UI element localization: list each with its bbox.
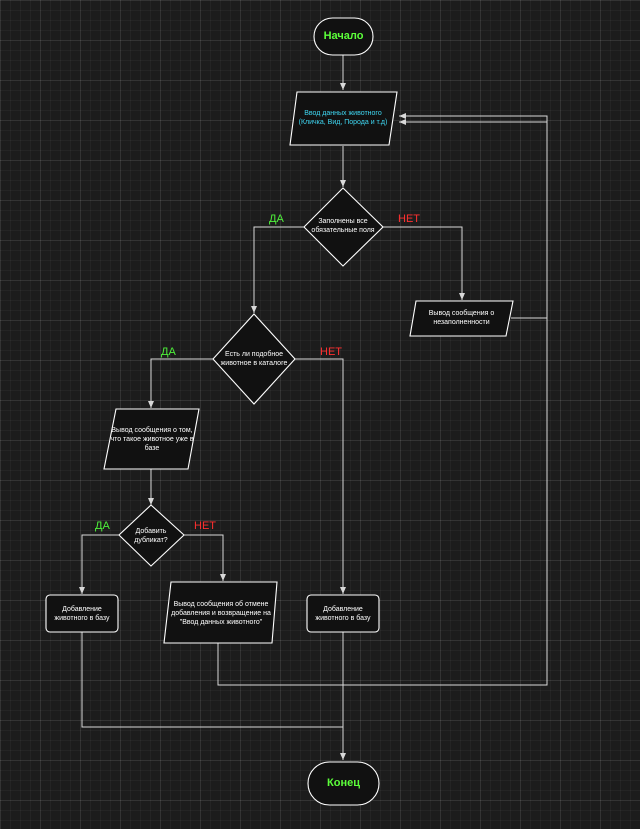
edge-add-dup-end [81,632,343,728]
msg-cancel-parallelogram [163,581,278,644]
edge-msg-empty-return [399,113,548,319]
add-new-label: Добавление животного в базу [315,605,371,622]
check-fields-no-label: НЕТ [398,213,420,225]
check-exists-yes-label: ДА [161,346,176,358]
add-dup-label: Добавление животного в базу [54,605,110,622]
edge-ask-no [184,534,226,581]
edge-check-fields-no [382,226,465,300]
start-label: Начало [323,30,364,42]
edge-check-fields-yes [251,226,304,313]
add-new-process [306,594,380,633]
ask-duplicate-label: Добавить дубликат? [134,528,168,544]
ask-duplicate-yes-label: ДА [95,520,110,532]
edge-check-exists-no [295,358,346,594]
start-terminal [313,17,374,56]
check-fields-diamond [303,187,384,267]
check-exists-diamond [212,313,296,405]
edges [79,55,548,760]
check-exists-label: Есть ли подобное животное в каталоге [220,351,288,367]
msg-empty-parallelogram [409,300,514,337]
check-exists-no-label: НЕТ [320,346,342,358]
ask-duplicate-no-label: НЕТ [194,520,216,532]
input-parallelogram [289,91,398,146]
check-fields-label: Заполнены все обязательные поля [311,218,375,234]
edge-cancel-return [217,119,548,686]
msg-exists-label: Вывод сообщения о том, что такое животно… [110,426,194,452]
edge-ask-yes [79,534,119,594]
input-label: Ввод данных животного (Кличка, Вид, Поро… [298,110,388,126]
msg-exists-parallelogram [103,408,200,470]
check-fields-yes-label: ДА [269,213,284,225]
msg-cancel-label: Вывод сообщения об отмене добавления и в… [171,600,271,626]
ask-duplicate-diamond [118,504,185,567]
end-terminal [307,761,380,806]
msg-empty-label: Вывод сообщения о незаполненности [428,310,495,326]
shapes [45,17,514,806]
edge-check-exists-yes [148,358,213,408]
end-label: Конец [327,777,360,789]
add-dup-process [45,594,119,633]
